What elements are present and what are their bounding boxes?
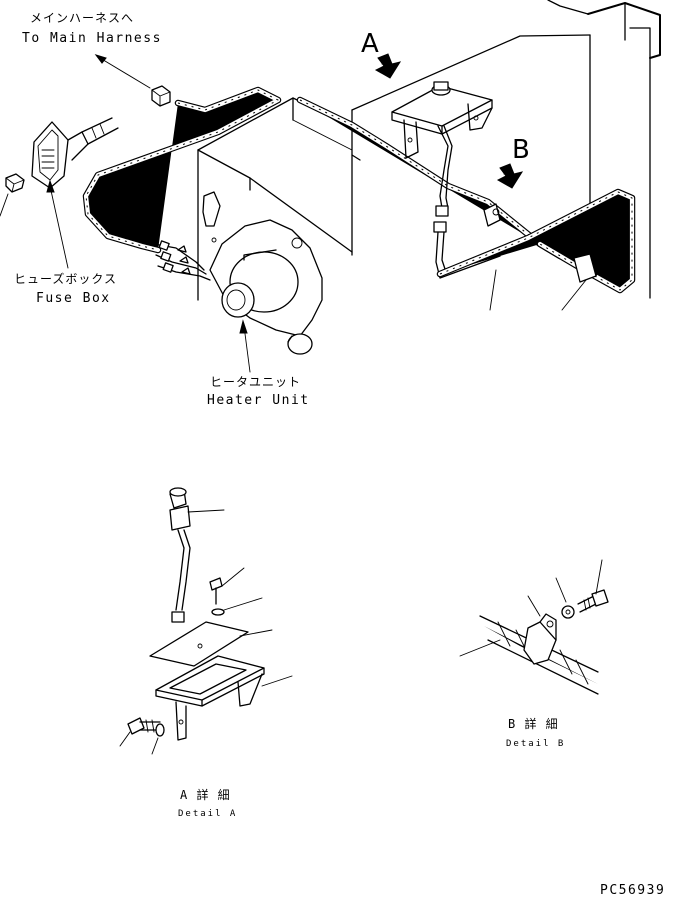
main-harness-label-jp: メインハーネスへ: [30, 11, 134, 25]
heater-box: [197, 97, 353, 301]
right-harness-loop: [440, 192, 632, 311]
fuse-box-label-en: Fuse Box: [36, 291, 111, 306]
view-arrow-b: [496, 163, 524, 189]
drawing-number: PC56939: [600, 883, 665, 898]
labels: メインハーネスへ To Main Harness ヒューズボックス Fuse B…: [14, 11, 665, 898]
detail-a-drawing: [119, 487, 293, 755]
label-leaders: [46, 54, 251, 373]
detail-b-title-jp: B 詳 細: [508, 716, 559, 731]
heater-unit-label-jp: ヒータユニット: [210, 375, 301, 389]
view-b-label: B: [512, 135, 530, 165]
fuse-box: [0, 117, 119, 217]
detail-a-title-en: Detail A: [178, 809, 237, 819]
heater-unit: [209, 219, 323, 355]
view-arrow-a: [374, 53, 402, 79]
main-harness-label-en: To Main Harness: [22, 31, 162, 46]
detail-b-title-en: Detail B: [506, 739, 565, 749]
fuse-box-label-jp: ヒューズボックス: [14, 271, 117, 286]
view-a-label: A: [361, 29, 379, 59]
detail-a-title-jp: A 詳 細: [180, 787, 231, 802]
heater-unit-label-en: Heater Unit: [207, 393, 310, 408]
cab-structure: [351, 0, 661, 299]
switch-bracket: [391, 81, 501, 279]
heater-connectors: [153, 240, 211, 281]
main-harness-plug: [151, 85, 171, 107]
detail-b-drawing: [459, 559, 609, 695]
